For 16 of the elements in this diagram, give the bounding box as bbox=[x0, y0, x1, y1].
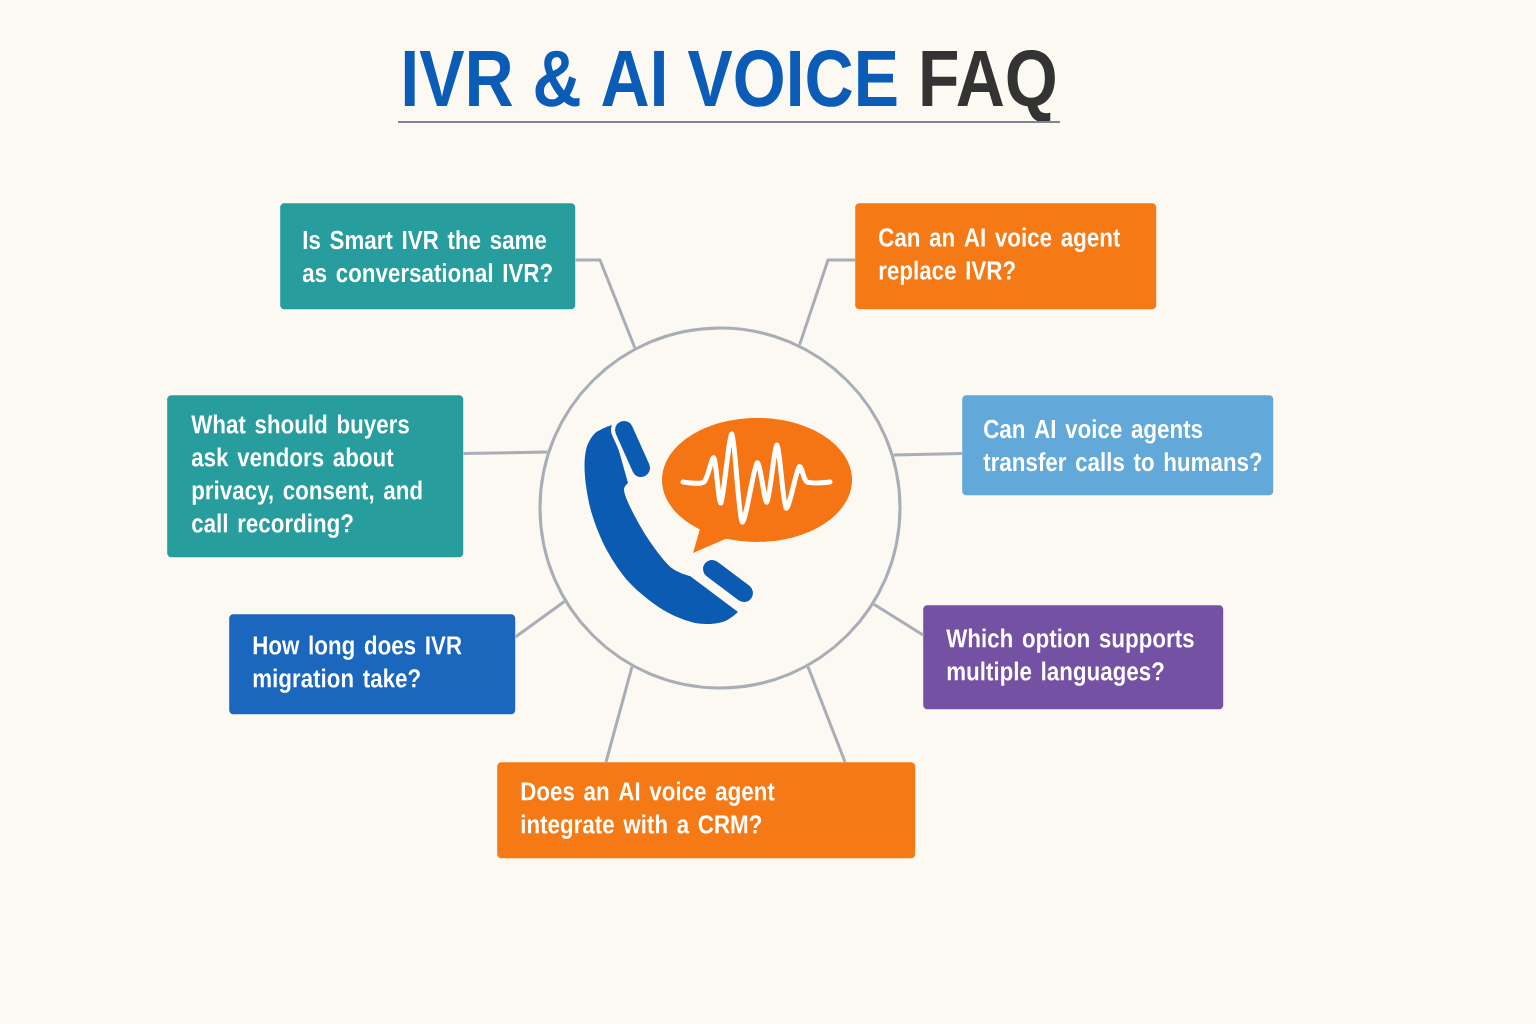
question-box: Can AI voice agents transfer calls to humans? bbox=[962, 395, 1274, 496]
question-box: Can an AI voice agent replace IVR? bbox=[855, 203, 1157, 310]
question-box: Is Smart IVR the same as conversational IVR? bbox=[280, 203, 576, 310]
connector-line bbox=[514, 600, 566, 639]
connector-line bbox=[873, 602, 924, 637]
connector-line bbox=[463, 450, 548, 456]
connector-line bbox=[798, 258, 855, 346]
title: IVR & AI VOICE FAQ bbox=[404, 50, 1055, 122]
connector-line bbox=[604, 666, 634, 763]
question-box: What should buyers ask vendors about privacy, consent, and call recording? bbox=[167, 395, 464, 558]
connector-line bbox=[806, 666, 847, 763]
question-box: Which option supports multiple languages? bbox=[923, 605, 1224, 710]
connector-line bbox=[575, 258, 637, 349]
question-box: Does an AI voice agent integrate with a CRM? bbox=[497, 762, 916, 859]
question-box: How long does IVR migration take? bbox=[229, 614, 516, 715]
connector-line bbox=[893, 452, 963, 457]
